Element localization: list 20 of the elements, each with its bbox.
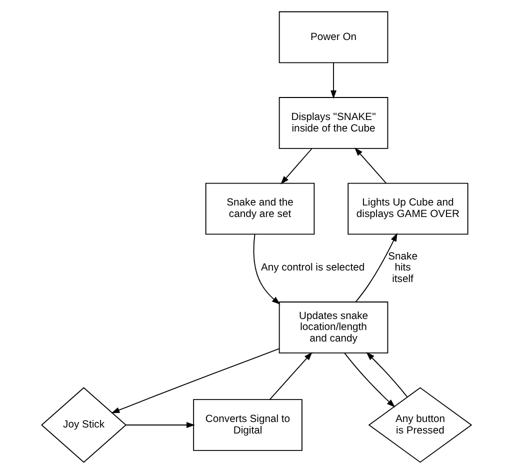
- arrow: [354, 148, 386, 184]
- arrow: [330, 62, 336, 99]
- arrow: [110, 348, 280, 414]
- arrow: [344, 352, 395, 408]
- node-box: Converts Signal to Digital: [192, 399, 302, 451]
- node-diamond: Joy Stick: [40, 387, 126, 463]
- arrow: [366, 352, 408, 398]
- node-box: Updates snake location/length and candy: [278, 302, 388, 354]
- node-diamond: Any button is Pressed: [368, 387, 472, 463]
- node-box: Power On: [278, 11, 388, 64]
- arrow: [268, 352, 312, 400]
- arrow: [280, 148, 312, 184]
- arrow: [252, 234, 280, 304]
- node-box: Snake and the candy are set: [204, 182, 314, 235]
- node-box: Displays "SNAKE" inside of the Cube: [278, 97, 388, 149]
- arrow: [354, 232, 397, 302]
- node-box: Lights Up Cube and displays GAME OVER: [347, 182, 468, 235]
- arrow: [125, 422, 194, 428]
- edge-label: Any control is selected: [260, 262, 364, 274]
- edge-label: Snake hits itself: [388, 251, 417, 286]
